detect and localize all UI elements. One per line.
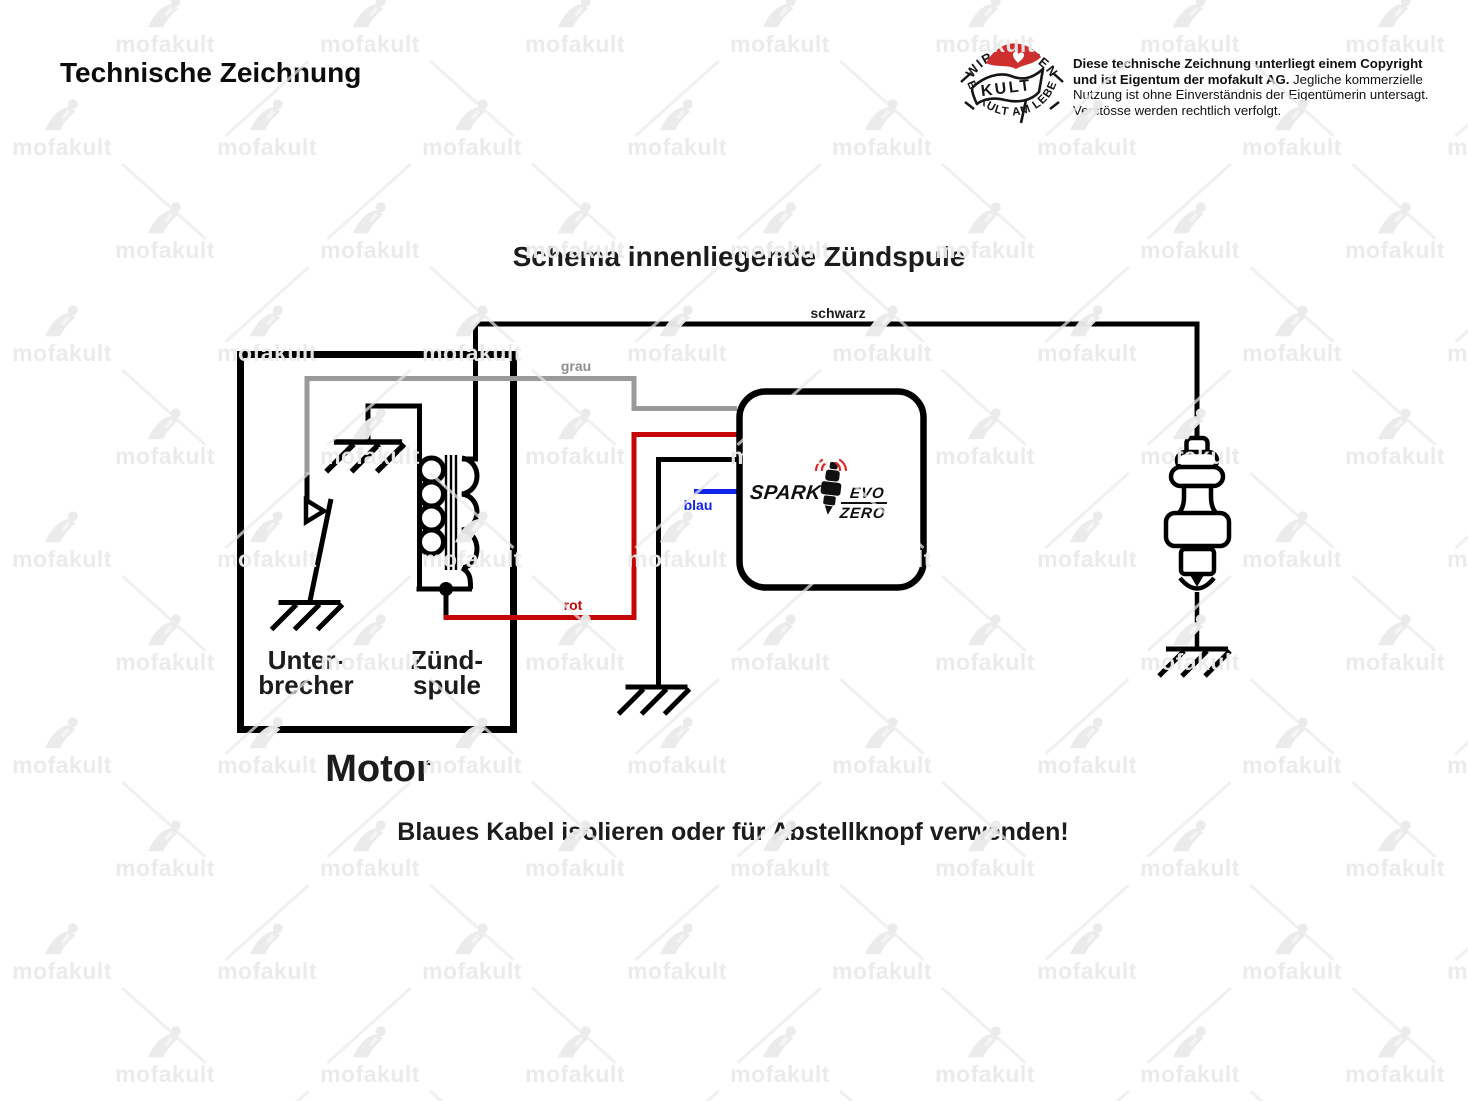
coil-core [444,455,458,570]
mofakult-kult-badge: WIR HALTEN DEN KULT AM LEBEN KULT [950,26,1064,124]
coil-primary-winding [417,455,446,566]
ground-symbol-coil-top [326,442,404,472]
ground-symbol-cdi [619,687,690,714]
wire-cdi-ground [656,457,737,686]
motor-label: Motor [325,748,431,790]
spark-plug-symbol [1163,435,1232,648]
logo-word-spark: SPARK [748,482,823,504]
badge-heart-icon [1012,51,1025,63]
radio-wave-icon [814,458,848,472]
copyright-line: Diese technische Zeichnung unterliegt ei… [1073,56,1423,71]
logo-word-evo: EVO [849,485,886,502]
ground-symbol-breaker [272,603,343,630]
spark-evo-zero-logo: SPARK EVO ZERO [748,458,923,524]
logo-word-zero: ZERO [838,502,887,522]
wire-label-blau: blau [684,497,713,513]
schema-title: Schema innenliegende Zündspule [513,241,966,272]
ground-symbol-spark-plug [1159,649,1230,676]
blue-cable-note: Blaues Kabel isolieren oder für Abstellk… [397,818,1068,846]
badge-flag: KULT [970,43,1045,124]
wire-label-grau: grau [561,358,591,374]
badge-center-text: KULT [980,77,1033,100]
page-title: Technische Zeichnung [60,57,362,88]
coil-secondary-winding [461,455,480,571]
breaker-switch-arm [307,498,334,602]
coil-label-line1: Zünd- [411,645,483,675]
wire-label-schwarz: schwarz [810,305,865,321]
badge-flag-pole [1019,99,1028,124]
breaker-label-line2: brecher [258,670,353,700]
spark-plug-icon [814,458,848,515]
breaker-contact-triangle [303,495,329,527]
coil-label-line2: spule [413,670,481,700]
badge-flag-banner [970,67,1045,106]
wire-label-rot: rot [564,597,583,613]
coil-secondary-bottom-link [460,565,474,590]
wire-grau [304,376,737,474]
